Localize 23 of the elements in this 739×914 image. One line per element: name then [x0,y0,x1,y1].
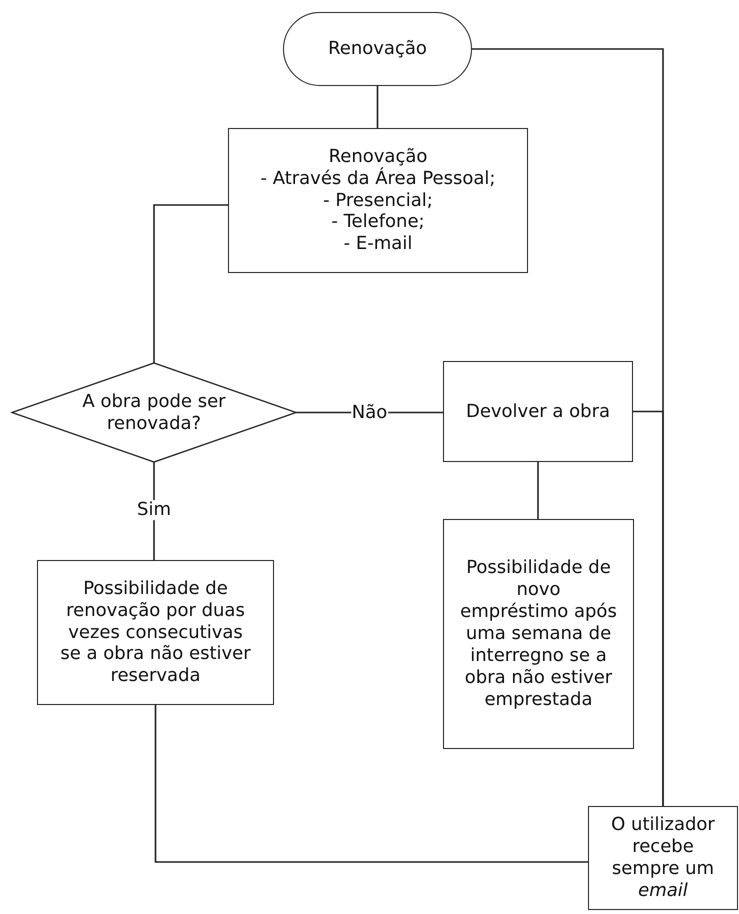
node-text: A obra pode ser renovada? [81,390,227,434]
decision-diamond [12,363,296,462]
node-text: Possibilidade de renovação por duas vezes consecutivas se a obra não estiver reservada [59,578,252,688]
edge-label: Sim [136,500,172,520]
connector-line [633,410,664,806]
process-box [228,128,528,273]
node-text: Renovação [328,38,427,60]
node-text: Possibilidade de novo empréstimo após uma semana de interregno se a obra não estiver emprestada [460,557,617,711]
node-text: O utilizador recebe sempre um email [610,814,716,902]
process-box [588,806,738,910]
connector-line [537,462,539,519]
connector-line [153,204,228,363]
node-text: - E-mail [344,233,412,256]
connector-line [376,86,378,128]
process-box [443,361,633,462]
node-text: - Através da Área Pessoal; [260,168,496,190]
node-text: Devolver a obra [466,400,610,422]
node-text: - Telefone; [331,211,425,234]
node-text: Renovação [328,146,428,167]
node-text: - Presencial; [323,190,433,212]
process-box [37,560,274,705]
connector-line [154,705,588,863]
process-box [443,519,634,749]
